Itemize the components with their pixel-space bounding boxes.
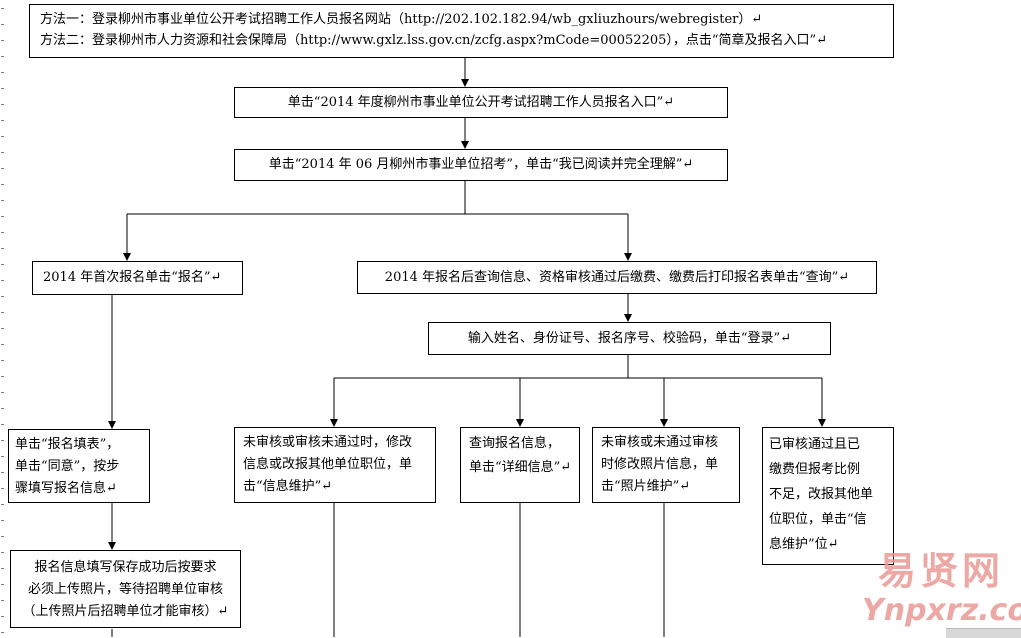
box-login-credentials: 输入姓名、身份证号、报名序号、校验码，单击“登录”↵ <box>428 322 831 355</box>
watermark-en: Ynpxrz.com <box>862 593 1021 628</box>
margin-mark <box>1 600 4 601</box>
fill-form-line2: 单击“同意”，按步 <box>15 459 120 474</box>
query-info-line1: 查询报名信息， <box>469 436 561 451</box>
photo-maintain-line1: 未审核或未通过审核 <box>601 435 719 450</box>
box-info-maintain: 未审核或审核未通过时，修改 信息或改报其他单位职位，单 击“信息维护”↵ <box>234 427 436 503</box>
margin-mark <box>1 536 4 537</box>
fill-form-line3: 骤填写报名信息↵ <box>15 481 117 496</box>
login-credentials-text: 输入姓名、身份证号、报名序号、校验码，单击“登录”↵ <box>467 331 792 346</box>
watermark-cn: 易贤网 <box>877 549 1004 593</box>
margin-mark <box>1 456 4 457</box>
margin-mark <box>1 520 4 521</box>
margin-mark <box>1 360 4 361</box>
method-one-text: 方法一：登录柳州市事业单位公开考试招聘工作人员报名网站（http://202.1… <box>40 12 763 27</box>
margin-mark <box>1 88 4 89</box>
margin-marks <box>0 0 6 637</box>
reapply-line2: 缴费但报考比例 <box>769 462 861 477</box>
margin-mark <box>1 120 4 121</box>
margin-mark <box>1 584 4 585</box>
corner-strip <box>946 628 1021 638</box>
watermark-logo: 易贤网 Ynpxrz.com <box>862 548 1021 637</box>
margin-mark <box>1 312 4 313</box>
margin-mark <box>1 568 4 569</box>
box-first-registration: 2014 年首次报名单击“报名”↵ <box>32 261 243 295</box>
margin-mark <box>1 472 4 473</box>
info-maintain-line3: 击“信息维护”↵ <box>243 479 333 494</box>
box-after-registration: 2014 年报名后查询信息、资格审核通过后缴费、缴费后打印报名表单击“查询”↵ <box>357 261 877 294</box>
margin-mark <box>1 136 4 137</box>
margin-mark <box>1 632 4 633</box>
margin-mark <box>1 440 4 441</box>
margin-mark <box>1 152 4 153</box>
margin-mark <box>1 488 4 489</box>
margin-mark <box>1 104 4 105</box>
margin-mark <box>1 424 4 425</box>
upload-photo-line3: （上传照片后招聘单位才能审核）↵ <box>22 604 229 619</box>
fill-form-line1: 单击“报名填表”， <box>15 437 120 452</box>
info-maintain-line2: 信息或改报其他单位职位，单 <box>243 457 413 472</box>
upload-photo-line2: 必须上传照片，等待招聘单位审核 <box>27 582 223 597</box>
margin-mark <box>1 392 4 393</box>
margin-mark <box>1 40 4 41</box>
step-select-exam-text: 单击“2014 年 06 月柳州市事业单位招考”，单击“我已阅读并完全理解”↵ <box>268 157 694 172</box>
box-login-methods: 方法一：登录柳州市事业单位公开考试招聘工作人员报名网站（http://202.1… <box>29 4 894 58</box>
step-enter-portal-text: 单击“2014 年度柳州市事业单位公开考试招聘工作人员报名入口”↵ <box>287 95 675 110</box>
photo-maintain-line3: 击“照片维护”↵ <box>601 479 691 494</box>
margin-mark <box>1 408 4 409</box>
after-registration-text: 2014 年报名后查询信息、资格审核通过后缴费、缴费后打印报名表单击“查询”↵ <box>384 270 850 285</box>
photo-maintain-line2: 时修改照片信息，单 <box>601 457 719 472</box>
margin-mark <box>1 376 4 377</box>
margin-mark <box>1 296 4 297</box>
method-two-text: 方法二：登录柳州市人力资源和社会保障局（http://www.gxlz.lss.… <box>40 33 828 48</box>
box-query-info: 查询报名信息， 单击“详细信息”↵ <box>460 427 580 503</box>
margin-mark <box>1 344 4 345</box>
margin-mark <box>1 616 4 617</box>
box-step-enter-portal: 单击“2014 年度柳州市事业单位公开考试招聘工作人员报名入口”↵ <box>234 87 728 118</box>
margin-mark <box>1 184 4 185</box>
reapply-line3: 不足，改报其他单 <box>769 487 874 502</box>
info-maintain-line1: 未审核或审核未通过时，修改 <box>243 435 413 450</box>
margin-mark <box>1 72 4 73</box>
margin-mark <box>1 8 4 9</box>
box-upload-photo: 报名信息填写保存成功后按要求 必须上传照片，等待招聘单位审核 （上传照片后招聘单… <box>10 550 241 628</box>
box-photo-maintain: 未审核或未通过审核 时修改照片信息，单 击“照片维护”↵ <box>592 427 740 503</box>
margin-mark <box>1 328 4 329</box>
margin-mark <box>1 280 4 281</box>
margin-mark <box>1 248 4 249</box>
query-info-line2: 单击“详细信息”↵ <box>469 460 572 475</box>
margin-mark <box>1 168 4 169</box>
box-fill-form: 单击“报名填表”， 单击“同意”，按步 骤填写报名信息↵ <box>8 429 150 503</box>
box-step-select-exam: 单击“2014 年 06 月柳州市事业单位招考”，单击“我已阅读并完全理解”↵ <box>234 149 728 181</box>
margin-mark <box>1 200 4 201</box>
reapply-line5: 息维护”位↵ <box>769 537 839 552</box>
margin-mark <box>1 24 4 25</box>
margin-mark <box>1 264 4 265</box>
margin-mark <box>1 56 4 57</box>
margin-mark <box>1 216 4 217</box>
margin-mark <box>1 232 4 233</box>
box-reapply: 已审核通过且已 缴费但报考比例 不足，改报其他单 位职位，单击“信 息维护”位↵ <box>762 427 894 565</box>
margin-mark <box>1 552 4 553</box>
upload-photo-line1: 报名信息填写保存成功后按要求 <box>34 560 217 575</box>
first-registration-text: 2014 年首次报名单击“报名”↵ <box>43 270 222 285</box>
reapply-line1: 已审核通过且已 <box>769 437 861 452</box>
reapply-line4: 位职位，单击“信 <box>769 512 867 527</box>
margin-mark <box>1 504 4 505</box>
